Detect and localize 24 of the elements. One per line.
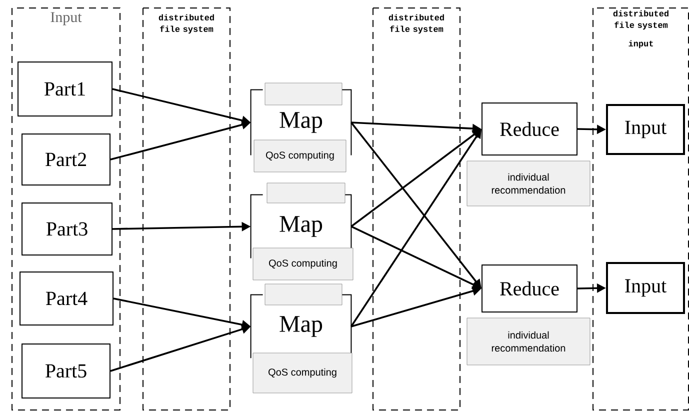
process-box: Part2 xyxy=(22,134,110,186)
output-box: Input xyxy=(606,104,685,155)
column-heading: input xyxy=(628,40,653,48)
label-box xyxy=(264,82,342,106)
label-box: QoS computing xyxy=(252,248,354,280)
column-heading: distributed file system xyxy=(388,14,444,34)
process-box: Part4 xyxy=(20,271,114,326)
process-box: Part1 xyxy=(18,62,112,116)
map-box: Map xyxy=(250,194,352,259)
column-heading: Input xyxy=(50,12,82,26)
process-box: Part5 xyxy=(22,344,110,398)
process-box: Reduce xyxy=(482,102,578,156)
label-box xyxy=(264,284,342,306)
label-box xyxy=(266,182,346,204)
process-box: Reduce xyxy=(482,264,578,312)
column-heading: distributed file system xyxy=(613,10,668,30)
label-box: individual recommendation xyxy=(466,160,590,206)
process-box: Part3 xyxy=(22,202,112,256)
label-box: QoS computing xyxy=(252,352,352,394)
column-heading: distributed file system xyxy=(158,14,214,34)
output-box: Input xyxy=(606,262,685,314)
label-box: QoS computing xyxy=(254,140,346,172)
map-box: Map xyxy=(250,294,352,359)
label-box: individual recommendation xyxy=(466,318,590,366)
